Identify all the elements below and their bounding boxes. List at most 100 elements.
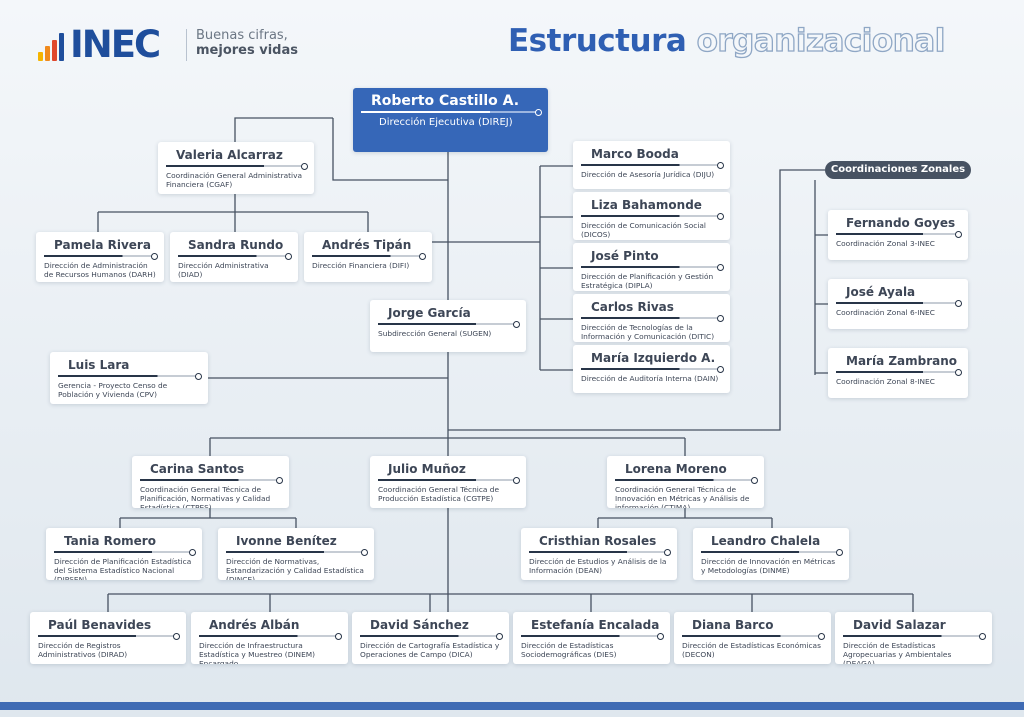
org-box-dain: María Izquierdo A. Dirección de Auditorí… (573, 345, 730, 393)
org-box-dinme: Leandro Chalela Dirección de Innovación … (693, 528, 849, 580)
logo-wordmark: INEC (70, 23, 161, 66)
org-box-dirad: Paúl Benavides Dirección de Registros Ad… (30, 612, 186, 664)
person-name: Luis Lara (68, 358, 130, 372)
unit-role: Dirección de Comunicación Social (DICOS) (581, 221, 706, 239)
unit-role: Dirección de Planificación y Gestión Est… (581, 272, 714, 290)
org-box-zonal-6: José Ayala Coordinación Zonal 6-INEC (828, 279, 968, 329)
unit-role: Dirección de Administración de Recursos … (44, 261, 156, 279)
person-name: David Sánchez (370, 618, 469, 632)
unit-role: Coordinación General Técnica de Innovaci… (615, 485, 750, 508)
divider (360, 633, 503, 640)
unit-role: Coordinación Zonal 3-INEC (836, 239, 935, 248)
unit-role: Dirección de Estudios y Análisis de la I… (529, 557, 667, 575)
unit-role: Subdirección General (SUGEN) (378, 329, 492, 338)
divider (378, 321, 520, 328)
unit-role: Dirección de Registros Administrativos (… (38, 641, 128, 659)
org-box-zonal-8: María Zambrano Coordinación Zonal 8-INEC (828, 348, 968, 398)
footer-bar (0, 702, 1024, 710)
person-name: Carlos Rivas (591, 300, 674, 314)
divider (682, 633, 825, 640)
connector-ctima-units (597, 508, 773, 528)
divider (836, 369, 962, 376)
person-name: Julio Muñoz (388, 462, 466, 476)
divider (58, 373, 202, 380)
org-box-dicos: Liza Bahamonde Dirección de Comunicación… (573, 192, 730, 240)
org-box-sugen: Jorge García Subdirección General (SUGEN… (370, 300, 526, 352)
divider (581, 162, 724, 169)
person-name: Andrés Tipán (322, 238, 412, 252)
divider (361, 109, 542, 116)
person-name: Paúl Benavides (48, 618, 152, 632)
org-box-difi: Andrés Tipán Dirección Financiera (DIFI) (304, 232, 432, 282)
person-name: Fernando Goyes (846, 216, 956, 230)
person-name: Diana Barco (692, 618, 774, 632)
org-box-darh: Pamela Rivera Dirección de Administració… (36, 232, 164, 282)
person-name: Cristhian Rosales (539, 534, 657, 548)
divider (581, 213, 724, 220)
divider (836, 231, 962, 238)
unit-role: Dirección de Cartografía Estadística y O… (360, 641, 500, 659)
divider (54, 549, 196, 556)
connector-director-cgaf (234, 117, 333, 142)
person-name: José Pinto (591, 249, 659, 263)
person-name: Liza Bahamonde (591, 198, 702, 212)
divider (521, 633, 664, 640)
unit-role: Coordinación General Técnica de Planific… (140, 485, 271, 508)
org-box-diad: Sandra Rundo Dirección Administrativa (D… (170, 232, 298, 282)
unit-role: Dirección de Estadísticas Sociodemográfi… (521, 641, 617, 659)
person-name: Tania Romero (64, 534, 156, 548)
person-name: David Salazar (853, 618, 946, 632)
logo-bars-icon (38, 31, 70, 61)
person-name: Carina Santos (150, 462, 245, 476)
person-name: Estefanía Encalada (531, 618, 660, 632)
divider (140, 477, 283, 484)
page-title-part1: Estructura (508, 23, 687, 59)
divider (44, 253, 158, 260)
person-name: Marco Booda (591, 147, 679, 161)
org-box-dince: Ivonne Benítez Dirección de Normativas, … (218, 528, 374, 580)
connector-advisory (448, 165, 573, 371)
divider (226, 549, 368, 556)
divider (581, 315, 724, 322)
person-name: Pamela Rivera (54, 238, 151, 252)
unit-role: Dirección Financiera (DIFI) (312, 261, 410, 270)
page-title: Estructura organizacional (508, 22, 946, 59)
org-box-dies: Estefanía Encalada Dirección de Estadíst… (513, 612, 670, 664)
person-name: José Ayala (846, 285, 916, 299)
unit-role: Coordinación General Técnica de Producci… (378, 485, 500, 503)
person-name: María Zambrano (846, 354, 958, 368)
connector-production (107, 593, 914, 612)
org-box-dica: David Sánchez Dirección de Cartografía E… (352, 612, 509, 664)
unit-role: Coordinación Zonal 8-INEC (836, 377, 935, 386)
person-name: Jorge García (388, 306, 471, 320)
person-name: Roberto Castillo A. (371, 93, 520, 109)
logo-tagline-line1: Buenas cifras, (196, 28, 288, 43)
org-box-ctpes: Carina Santos Coordinación General Técni… (132, 456, 289, 508)
unit-role: Dirección de Tecnologías de la Informaci… (581, 323, 715, 341)
divider (843, 633, 986, 640)
connector-coordinations (209, 437, 686, 456)
connector-cgaf-units (97, 194, 369, 232)
org-box-cgaf: Valeria Alcarraz Coordinación General Ad… (158, 142, 314, 194)
org-box-diju: Marco Booda Dirección de Asesoría Jurídi… (573, 141, 730, 189)
org-box-dipsen: Tania Romero Dirección de Planificación … (46, 528, 202, 580)
unit-role: Dirección de Planificación Estadística d… (54, 557, 192, 580)
org-box-director: Roberto Castillo A. Dirección Ejecutiva … (353, 88, 548, 152)
person-name: Lorena Moreno (625, 462, 727, 476)
divider (378, 477, 520, 484)
org-box-dean: Cristhian Rosales Dirección de Estudios … (521, 528, 677, 580)
person-name: Valeria Alcarraz (176, 148, 283, 162)
unit-role: Dirección de Estadísticas Económicas (DE… (682, 641, 821, 659)
org-box-decon: Diana Barco Dirección de Estadísticas Ec… (674, 612, 831, 664)
unit-role: Dirección Ejecutiva (DIREJ) (379, 117, 513, 128)
divider (836, 300, 962, 307)
unit-role: Gerencia - Proyecto Censo de Población y… (58, 381, 168, 399)
divider (199, 633, 342, 640)
org-box-dipla: José Pinto Dirección de Planificación y … (573, 243, 730, 291)
divider (178, 253, 292, 260)
logo-divider (186, 29, 187, 61)
unit-role: Coordinación Zonal 6-INEC (836, 308, 935, 317)
divider (166, 163, 308, 170)
zonal-coordinations-label: Coordinaciones Zonales (825, 161, 971, 179)
